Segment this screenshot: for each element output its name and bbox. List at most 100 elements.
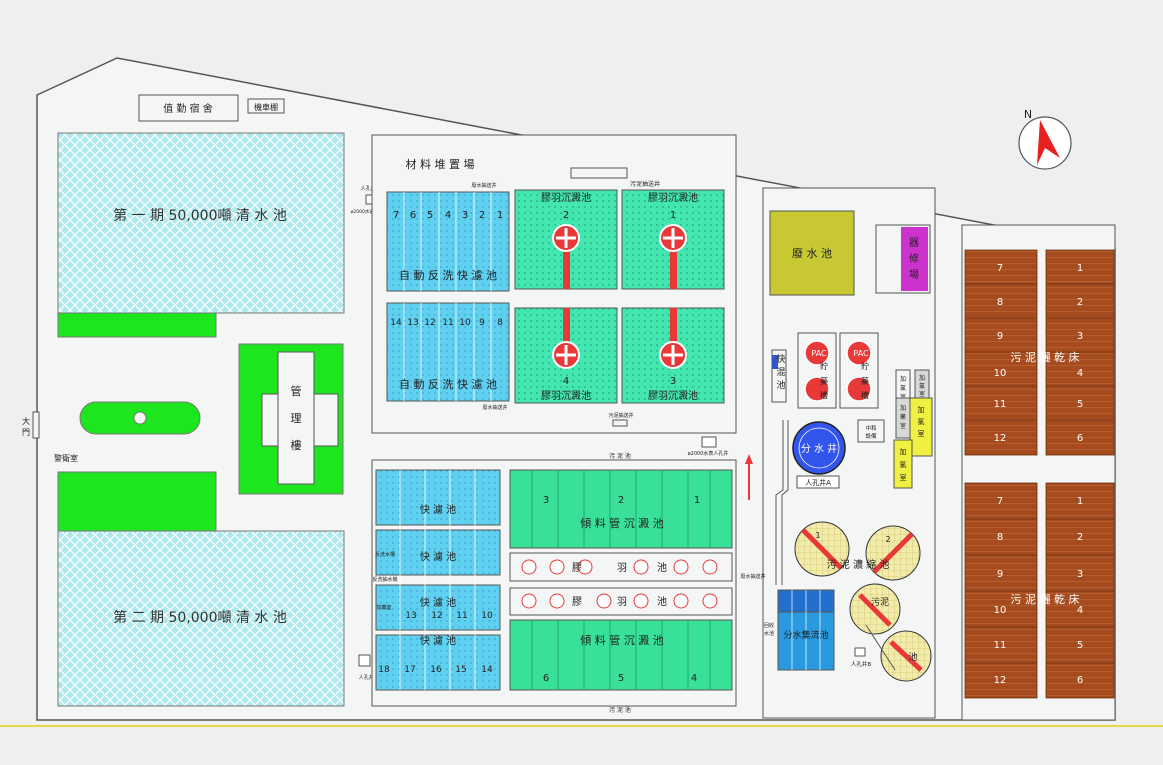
sludge-pump-mid-label: 污泥抽送井 [608,412,633,419]
floc-tank-2-num: 2 [563,210,569,221]
pac-tank-1-circle-bottom [804,376,830,402]
chem-room-5 [893,439,913,489]
dry-tl-7: 7 [997,263,1003,274]
dry-bl-12: 12 [994,675,1007,686]
drying-bed-top-label: 污 泥 曬 乾 床 [1011,350,1080,364]
filter-num-b3: 12 [424,318,435,328]
sludge-pond-bottom-label: 池 [908,651,917,663]
chem-room-4-label-2: 氯 [918,417,925,426]
dry-tr-3: 3 [1077,331,1083,342]
filter-num-t7: 1 [497,210,503,221]
rapid-filter-3-label: 快 濾 池 [420,596,456,609]
drying-bed-bottom-label: 污 泥 曬 乾 床 [1011,592,1080,606]
floc-tank-1-label: 膠羽沉澱池 [648,191,698,204]
pac-tank-2-l1: 貯 [861,361,869,371]
settle-num-5: 5 [618,673,624,684]
filter-num-t1: 7 [393,210,399,221]
auto-filter-top-dividers [403,192,492,291]
rapid-filter-num-11: 11 [456,611,467,621]
floc-tank-2-label: 膠羽沉澱池 [541,191,591,204]
filter-num-t5: 3 [462,210,468,221]
chem-room-4-label-1: 加 [918,405,925,414]
settle-tank-bottom [509,619,733,691]
dry-bl-11: 11 [994,640,1007,651]
repair-shop-3: 場 [909,268,919,281]
dry-tl-9: 9 [997,331,1003,342]
garage-label: 機車棚 [254,102,278,112]
sludge-pump-top-label: 污泥抽送井 [630,180,660,188]
manhole-water-meter-label: ø2000水表人孔井 [688,450,729,457]
manhole-c [358,654,371,667]
settle-num-3: 3 [543,495,549,506]
settle-num-1: 1 [694,495,700,506]
manhole-d-note: ø2000水表人孔井 [351,208,388,215]
backwash-tank-label: 反洗水槽 [375,551,395,558]
admin-wing-left [261,393,279,447]
rapid-filter-num-17: 17 [404,665,415,675]
chem-room-5-label-2: 氯 [900,460,907,469]
rapid-filter-num-12: 12 [431,611,442,621]
auto-filter-bottom [386,302,510,402]
repair-shop-fill [901,227,928,291]
filter-num-t2: 6 [410,210,416,221]
dry-tr-1: 1 [1077,263,1083,274]
auto-filter-bottom-label: 自 動 反 洗 快 濾 池 [399,377,497,391]
floc-row-top-3: 池 [657,561,667,574]
thickener-1-arm [801,528,843,570]
compass-label: N [1024,108,1032,121]
filter-num-b5: 10 [459,318,471,328]
floc-tank-1-num: 1 [670,210,676,221]
rapid-filter-num-14: 14 [481,665,493,675]
rapid-mix-2: 混 [776,367,785,378]
dry-br-4: 4 [1077,605,1083,616]
sludge-pond-top-label: 污泥 [871,596,889,608]
chem-room-5-label-1: 加 [900,447,907,456]
dry-br-3: 3 [1077,569,1083,580]
distribution-well-inner [798,427,840,469]
dry-tr-2: 2 [1077,297,1083,308]
pac-tank-2-l3: 槽 [861,390,869,400]
north-arrow-icon [1037,120,1060,165]
rapid-mix-1: 快 [776,353,785,365]
rapid-filter-num-18: 18 [378,665,390,675]
dormitory [138,94,239,122]
dry-tr-6: 6 [1077,433,1083,444]
admin-label-1: 管 [291,384,302,398]
floc-row-top [509,552,733,582]
dry-br-2: 2 [1077,532,1083,543]
chem-room-1-label-2: 氯 [900,384,906,392]
admin-label-2: 理 [291,412,302,425]
dry-tl-8: 8 [997,297,1003,308]
dry-tr-4: 4 [1077,368,1083,379]
drying-beds-top [964,249,1115,456]
settle-num-2: 2 [618,495,624,506]
sludge-channel-top: 污 泥 池 [609,452,631,460]
clear-well-1 [57,132,345,314]
floc-tank-4-num: 4 [563,376,569,387]
backwash-pump-label: 反洗抽水機 [372,576,397,583]
distribution-well [792,421,846,475]
auto-filter-bottom-dividers [403,303,492,401]
chem-room-2-label-2: 氯 [919,382,925,390]
waste-pump-3-label: 廢水抽送井 [740,573,765,580]
pac-tank-1-l1: 貯 [820,361,828,371]
chlorine-room-left-label: 加藥室 [376,604,391,611]
floc-tank-3-label: 膠羽沉澱池 [648,389,698,402]
dry-br-1: 1 [1077,496,1083,507]
rapid-filter-num-10: 10 [481,611,493,621]
oval-garden-center [133,411,147,425]
pac-tank-2-circle-top [846,340,872,366]
chem-room-4-label-3: 室 [918,429,925,438]
side-vertical-2: 水池 [764,630,774,637]
sludge-pump-mid [612,419,628,427]
floc-row-bottom-2: 羽 [617,596,627,608]
settle-tank-top [509,469,733,549]
chem-room-3-label-3: 室 [900,422,906,430]
settle-tank-top-label: 傾 料 管 沉 澱 池 [580,516,663,530]
waste-water-pond [769,210,855,296]
floc-tank-2 [514,189,618,290]
storage-yard-label: 材 料 堆 置 場 [406,157,475,171]
distribution-settle-label: 分水集流池 [783,629,828,641]
dry-tl-10: 10 [994,368,1007,379]
repair-shop-1: 器 [909,237,919,249]
